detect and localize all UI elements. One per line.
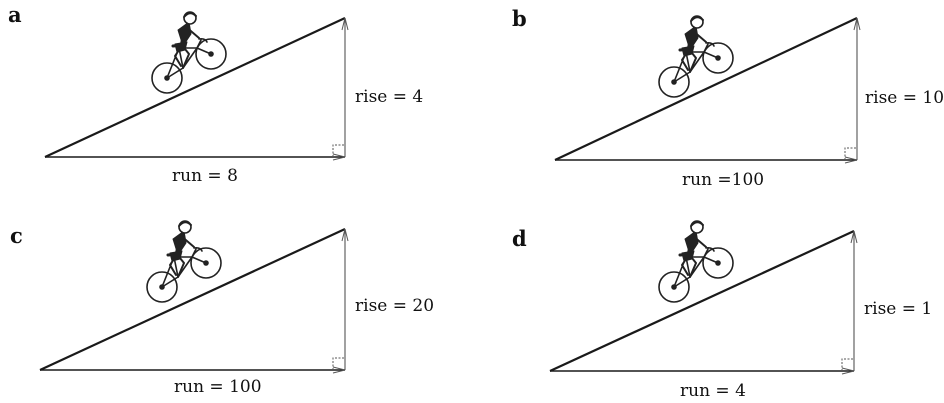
rise-label: rise = 1 <box>864 299 933 319</box>
rise-arrowhead <box>341 17 349 31</box>
run-arrowhead <box>332 366 346 374</box>
rise-label: rise = 4 <box>355 87 424 107</box>
hypotenuse-line <box>44 17 346 158</box>
panel-letter: b <box>512 6 527 31</box>
slope-triangle <box>549 230 858 375</box>
panel-a: a rise = 4 run = 8 <box>0 0 460 200</box>
right-angle-marker <box>332 357 345 370</box>
slope-triangle <box>554 17 861 164</box>
cyclist-icon <box>658 220 734 303</box>
panel-letter: a <box>8 2 22 27</box>
panel-letter: c <box>10 223 23 248</box>
rise-arrowhead <box>853 17 861 31</box>
panel-b: b rise = 10 run =100 <box>482 0 944 200</box>
rise-arrowhead <box>850 230 858 244</box>
run-label: run = 100 <box>174 377 262 397</box>
run-label: run = 8 <box>172 166 238 186</box>
slope-triangle <box>39 228 349 374</box>
run-arrowhead <box>332 153 346 161</box>
hypotenuse-line <box>39 228 346 371</box>
panel-d: d rise = 1 run = 4 <box>482 203 942 403</box>
panel-letter: d <box>512 226 527 251</box>
run-arrowhead <box>841 367 855 375</box>
cyclist-icon <box>146 220 222 303</box>
panel-c: c rise = 20 run = 100 <box>0 203 460 403</box>
rise-label: rise = 10 <box>865 88 944 108</box>
rise-label: rise = 20 <box>355 296 435 316</box>
hypotenuse-line <box>554 17 858 161</box>
right-angle-marker <box>332 144 345 157</box>
run-label: run =100 <box>682 170 765 190</box>
cyclist-icon <box>151 11 227 94</box>
rise-arrowhead <box>341 228 349 242</box>
right-angle-marker <box>841 358 854 371</box>
slope-triangle <box>44 17 349 161</box>
cyclist-icon <box>658 15 734 98</box>
run-label: run = 4 <box>680 381 746 401</box>
run-arrowhead <box>844 156 858 164</box>
hypotenuse-line <box>549 230 855 372</box>
right-angle-marker <box>844 147 857 160</box>
